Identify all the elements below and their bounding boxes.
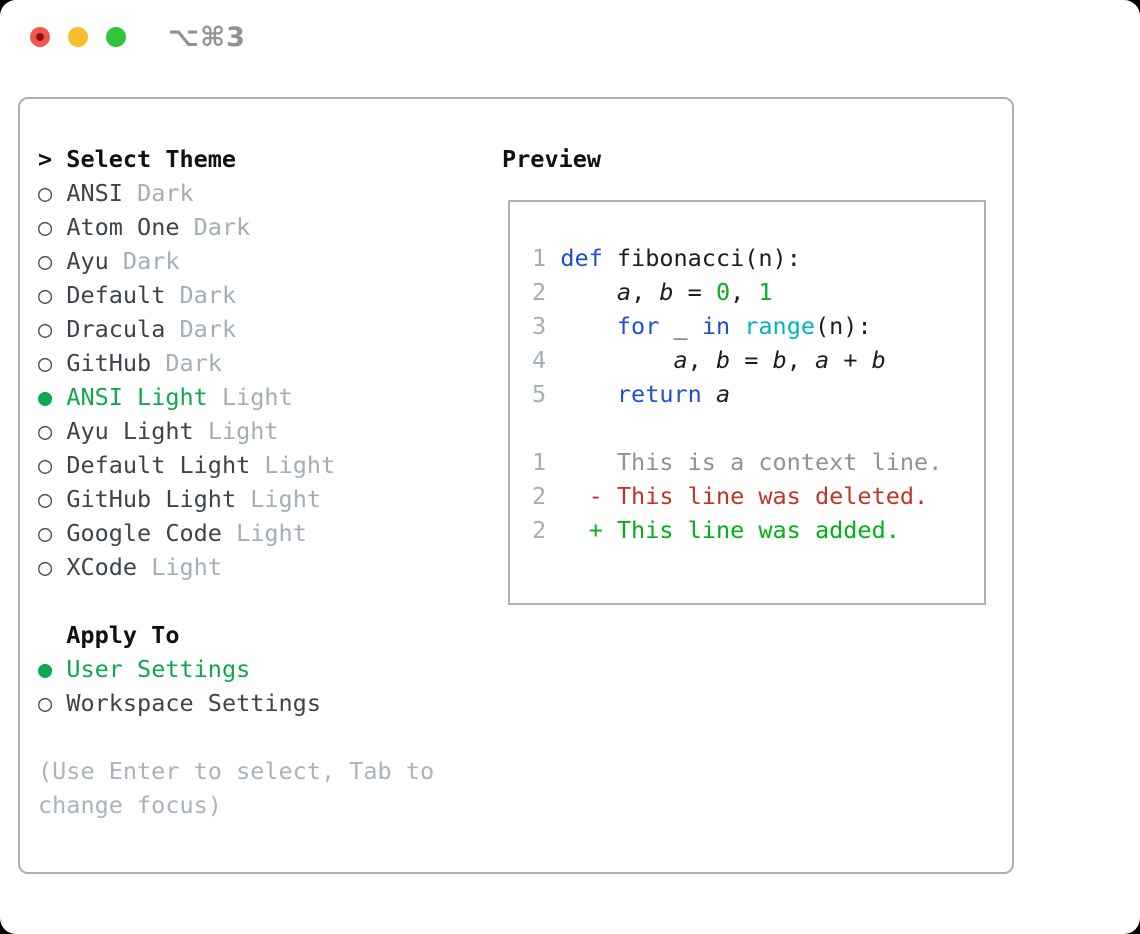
theme-picker-panel: > Select Theme ○ ANSI Dark○ Atom One Dar… <box>18 97 1014 874</box>
minimize-button[interactable] <box>68 27 88 47</box>
preview-code-line: 2 a, b = 0, 1 <box>532 278 773 306</box>
line-number: 1 <box>532 448 547 476</box>
item-variant-label: Dark <box>179 281 237 309</box>
item-variant-label: Light <box>250 485 321 513</box>
close-button[interactable] <box>30 27 50 47</box>
theme-item-ayu[interactable]: ○ Ayu Dark <box>38 244 434 278</box>
item-label: GitHub Light <box>66 485 237 513</box>
item-variant-label: Dark <box>137 179 194 207</box>
zoom-button[interactable] <box>106 27 126 47</box>
spacer <box>38 584 434 618</box>
item-label: ANSI Light <box>66 383 208 411</box>
preview-title: Preview <box>502 145 602 173</box>
titlebar: ⌥⌘3 <box>0 0 1140 74</box>
radio-icon: ○ <box>38 553 53 581</box>
theme-item-default-light[interactable]: ○ Default Light Light <box>38 448 434 482</box>
line-number: 5 <box>532 380 547 408</box>
item-variant-label: Light <box>264 451 336 479</box>
theme-item-xcode[interactable]: ○ XCode Light <box>38 550 434 584</box>
preview-column: Preview 1 def fibonacci(n): 2 a, b = 0, 1… <box>502 142 986 605</box>
item-label: Ayu Light <box>66 417 194 445</box>
line-number: 1 <box>532 244 547 272</box>
item-variant-label: Light <box>221 383 293 411</box>
preview-code: 1 def fibonacci(n): 2 a, b = 0, 1 3 for _ … <box>532 241 984 547</box>
radio-selected-icon: ● <box>38 383 53 411</box>
select-theme-title: Select Theme <box>66 145 237 173</box>
radio-icon: ○ <box>38 519 53 547</box>
item-label: GitHub <box>66 349 152 377</box>
preview-code-line: 3 for _ in range(n): <box>532 312 872 340</box>
radio-icon: ○ <box>38 315 53 343</box>
preview-box: 1 def fibonacci(n): 2 a, b = 0, 1 3 for _ … <box>508 200 986 605</box>
theme-item-ansi[interactable]: ○ ANSI Dark <box>38 176 434 210</box>
line-number: 2 <box>532 516 547 544</box>
theme-item-ansi-light[interactable]: ● ANSI Light Light <box>38 380 434 414</box>
prompt-icon: > <box>38 145 67 173</box>
theme-item-google-code[interactable]: ○ Google Code Light <box>38 516 434 550</box>
item-label: Workspace Settings <box>66 689 321 717</box>
theme-item-ayu-light[interactable]: ○ Ayu Light Light <box>38 414 434 448</box>
preview-code-line: 4 a, b = b, a + b <box>532 346 886 374</box>
item-variant-label: Dark <box>122 247 180 275</box>
preview-code-line: 5 return a <box>532 380 731 408</box>
preview-code-line: 2 + This line was added. <box>532 516 900 544</box>
preview-code-line: 2 - This line was deleted. <box>532 482 929 510</box>
radio-icon: ○ <box>38 179 53 207</box>
item-variant-label: Dark <box>193 213 251 241</box>
theme-item-atom-one[interactable]: ○ Atom One Dark <box>38 210 434 244</box>
line-number: 2 <box>532 278 547 306</box>
theme-list-column: > Select Theme ○ ANSI Dark○ Atom One Dar… <box>38 142 434 822</box>
item-variant-label: Dark <box>165 349 222 377</box>
item-variant-label: Dark <box>179 315 237 343</box>
help-text-line-1: (Use Enter to select, Tab to <box>38 757 435 785</box>
item-label: User Settings <box>66 655 251 683</box>
theme-item-github[interactable]: ○ GitHub Dark <box>38 346 434 380</box>
item-label: ANSI <box>66 179 123 207</box>
radio-icon: ○ <box>38 213 53 241</box>
item-label: Default Light <box>66 451 251 479</box>
item-label: Ayu <box>66 247 109 275</box>
radio-icon: ○ <box>38 417 53 445</box>
radio-icon: ○ <box>38 451 53 479</box>
theme-list: ○ ANSI Dark○ Atom One Dark○ Ayu Dark○ De… <box>38 176 434 584</box>
item-variant-label: Light <box>207 417 279 445</box>
theme-item-github-light[interactable]: ○ GitHub Light Light <box>38 482 434 516</box>
apply-options: ● User Settings○ Workspace Settings <box>38 652 434 720</box>
apply-option-workspace-settings[interactable]: ○ Workspace Settings <box>38 686 434 720</box>
line-number: 4 <box>532 346 547 374</box>
item-label: Dracula <box>66 315 166 343</box>
apply-to-title: Apply To <box>66 621 180 649</box>
help-text-line-2: change focus) <box>38 791 222 819</box>
item-label: Google Code <box>66 519 222 547</box>
theme-item-default[interactable]: ○ Default Dark <box>38 278 434 312</box>
item-label: Default <box>66 281 166 309</box>
item-variant-label: Light <box>236 519 307 547</box>
select-theme-header: > Select Theme <box>38 142 434 176</box>
radio-icon: ○ <box>38 247 53 275</box>
apply-option-user-settings[interactable]: ● User Settings <box>38 652 434 686</box>
item-label: Atom One <box>66 213 180 241</box>
radio-icon: ○ <box>38 689 53 717</box>
item-variant-label: Light <box>151 553 222 581</box>
spacer <box>38 720 434 754</box>
line-number: 3 <box>532 312 547 340</box>
preview-code-line: 1 def fibonacci(n): <box>532 244 801 272</box>
radio-selected-icon: ● <box>38 655 53 683</box>
theme-item-dracula[interactable]: ○ Dracula Dark <box>38 312 434 346</box>
line-number: 2 <box>532 482 547 510</box>
window-shortcut-label: ⌥⌘3 <box>168 22 246 53</box>
preview-code-line <box>532 411 984 445</box>
radio-icon: ○ <box>38 281 53 309</box>
radio-icon: ○ <box>38 349 53 377</box>
preview-code-line: 1 This is a context line. <box>532 448 943 476</box>
radio-icon: ○ <box>38 485 53 513</box>
item-label: XCode <box>66 553 138 581</box>
